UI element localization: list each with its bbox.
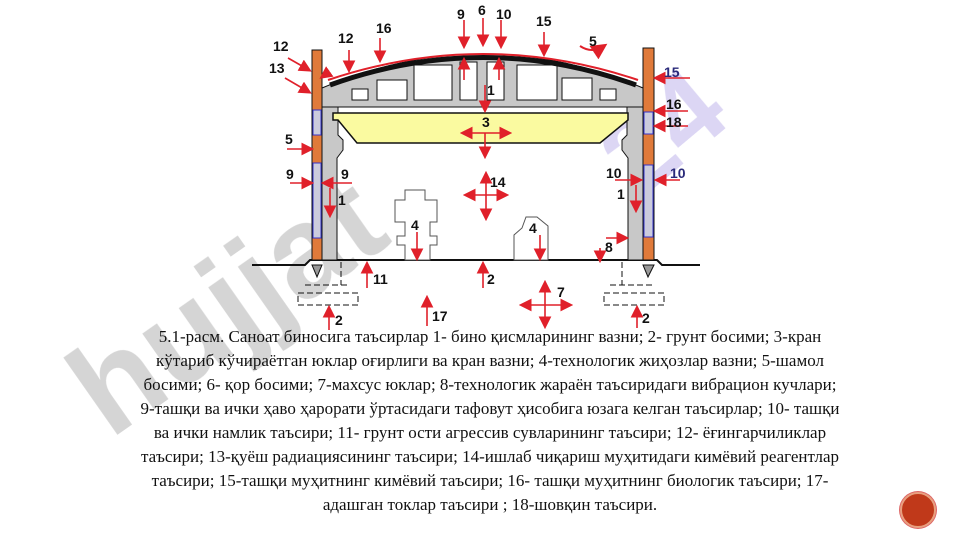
label: 5: [285, 131, 293, 147]
caption-line: таъсири; 13-қуёш радиациясининг таъсири;…: [140, 447, 840, 466]
caption-line: 9-ташқи ва ички ҳаво ҳарорати ўртасидаги…: [140, 399, 840, 418]
label: 1: [338, 192, 346, 208]
roof-covering: [329, 55, 637, 88]
label: 11: [373, 271, 388, 287]
label: 5: [589, 33, 597, 49]
label: 4: [411, 217, 419, 233]
label: 9: [341, 166, 349, 182]
label: 16: [666, 96, 682, 112]
label: 2: [335, 312, 343, 328]
label: 15: [664, 64, 680, 80]
label: 18: [666, 114, 682, 130]
label: 9: [286, 166, 294, 182]
label: 17: [432, 308, 448, 324]
caption-line: адашган токлар таъсири ; 18-шовқин таъси…: [322, 495, 658, 514]
label: 15: [536, 13, 552, 29]
label: 8: [605, 239, 613, 255]
label: 2: [487, 271, 495, 287]
label: 7: [557, 284, 565, 300]
label: 3: [482, 114, 490, 130]
label: 14: [490, 174, 506, 190]
diagram-labels: 9 6 10 15 16 12 12 13 5 15 16 18 1 3 5 9…: [269, 2, 686, 328]
label: 13: [269, 60, 285, 76]
crane-bridge: [332, 112, 629, 144]
caption-line: таъсири; 15-ташқи муҳитнинг кимёвий таъс…: [151, 471, 829, 490]
caption-line: 5.1-расм. Саноат биносига таъсирлар 1- б…: [158, 327, 822, 346]
label: 16: [376, 20, 392, 36]
ground-line: [252, 259, 700, 266]
roof-truss: [321, 53, 644, 108]
label: 10: [606, 165, 622, 181]
caption-line: кўтариб кўчираётган юклар оғирлиги ва кр…: [156, 351, 824, 370]
label: 1: [617, 186, 625, 202]
load-arrows: [284, 18, 690, 330]
slide-number-badge: [900, 492, 936, 528]
caption-line: босими; 6- қор босими; 7-махсус юклар; 8…: [143, 375, 837, 394]
label: 12: [273, 38, 289, 54]
equipment-1: [394, 189, 438, 261]
label: 10: [496, 6, 512, 22]
label: 9: [457, 6, 465, 22]
label: 6: [478, 2, 486, 18]
label: 2: [642, 310, 650, 326]
caption-line: ва ички намлик таъсири; 11- грунт ости а…: [153, 423, 827, 442]
label: 12: [338, 30, 354, 46]
label: 10: [670, 165, 686, 181]
label: 4: [529, 220, 537, 236]
label: 1: [487, 82, 495, 98]
figure-caption: 5.1-расм. Саноат биносига таъсирлар 1- б…: [60, 325, 920, 517]
